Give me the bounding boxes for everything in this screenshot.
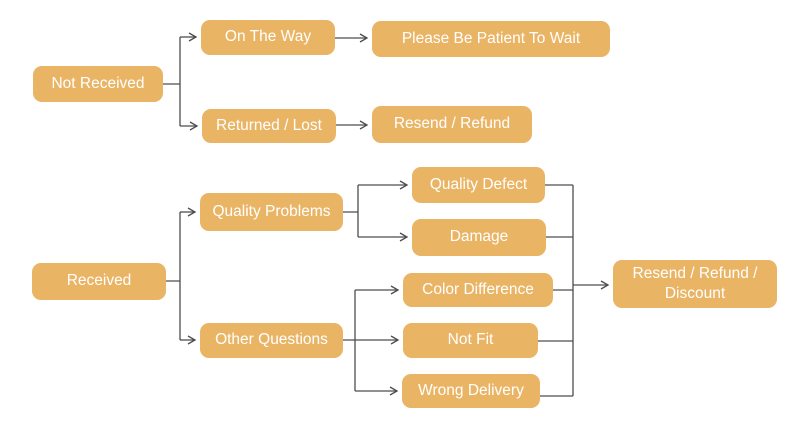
connector-quality-split [343, 185, 359, 237]
node-not-received: Not Received [33, 66, 163, 102]
node-resend-refund: Resend / Refund [372, 106, 532, 143]
node-please-be-patient: Please Be Patient To Wait [372, 21, 610, 57]
connector-collector [538, 184, 574, 397]
connector-not-received-split [163, 37, 181, 126]
node-resend-refund-discount: Resend / Refund / Discount [613, 260, 777, 308]
node-quality-defect: Quality Defect [412, 167, 545, 203]
node-color-difference: Color Difference [403, 273, 553, 307]
connector-received-split [166, 212, 181, 340]
node-on-the-way: On The Way [201, 20, 335, 55]
node-damage: Damage [412, 219, 546, 256]
node-wrong-delivery: Wrong Delivery [402, 374, 540, 408]
node-not-fit: Not Fit [403, 323, 538, 358]
node-returned-lost: Returned / Lost [202, 109, 336, 143]
connector-other-split [343, 290, 356, 391]
node-received: Received [32, 263, 166, 300]
node-other-questions: Other Questions [200, 323, 343, 358]
node-quality-problems: Quality Problems [200, 193, 343, 231]
